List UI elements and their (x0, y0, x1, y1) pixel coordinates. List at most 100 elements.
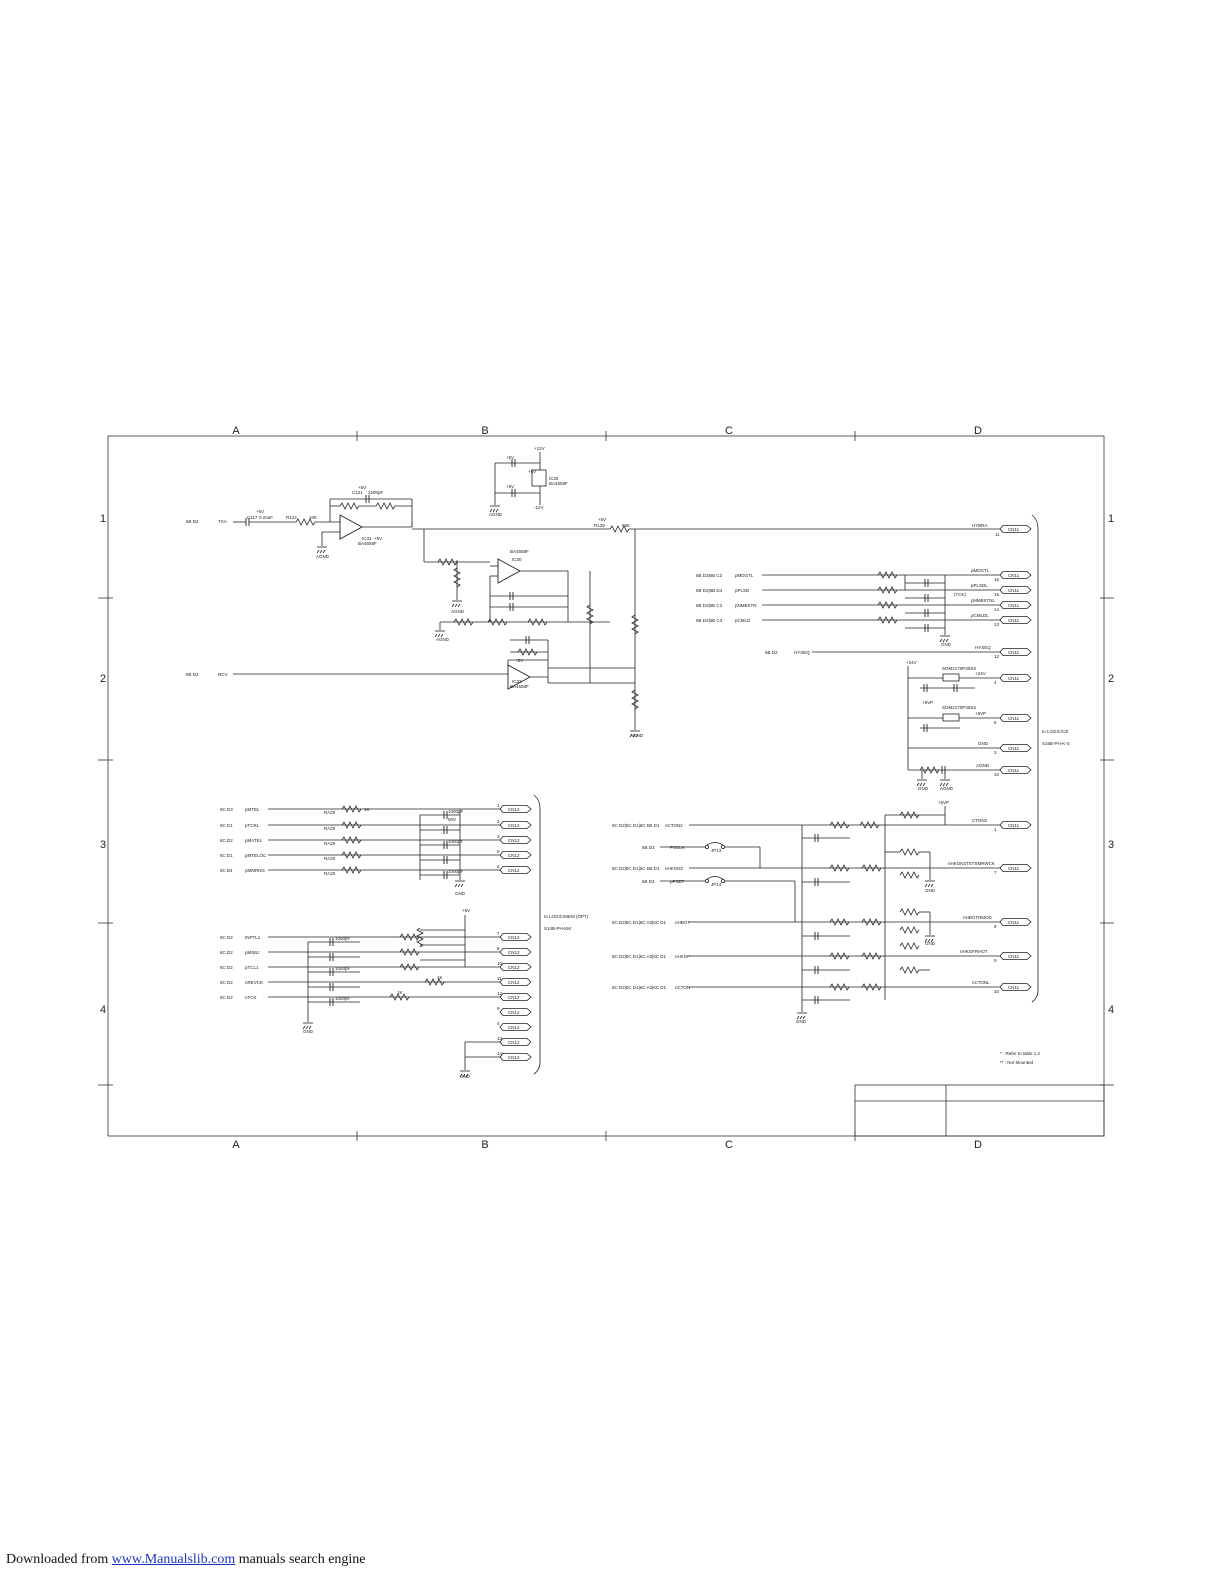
rnet-label: RA20 (324, 810, 336, 815)
hybrid-net: HYBRA (972, 523, 988, 528)
col-label: D (974, 425, 982, 437)
signal-name: nCTON (675, 985, 690, 990)
rnet-value: 1K (364, 807, 370, 812)
opamp-part: BA4558F (358, 541, 377, 546)
sheet-ref: 6C D2 (220, 838, 233, 843)
row-label: 3 (1108, 839, 1114, 851)
pin-number: 6 (497, 864, 500, 869)
pin-number: 5 (497, 849, 500, 854)
tx-sheet-ref: 6B D2 (186, 519, 199, 524)
signal-name: nCTON2 (665, 823, 683, 828)
signal-name: pCMLD (735, 618, 751, 623)
opamp-part: BA4558F (510, 549, 529, 554)
signal-name: pTCL1 (245, 965, 259, 970)
col-label: D (974, 1139, 982, 1151)
note-not-mounted: ** : Not Mounted (1000, 1060, 1034, 1065)
cap-value: 1000pF (335, 936, 351, 941)
gnd-label: GND (925, 888, 936, 893)
res-value: 1K (397, 990, 403, 995)
col-label: C (725, 1139, 733, 1151)
connector-part: S16B-PH-K-S (1042, 741, 1070, 746)
gnd-label: GND (918, 786, 929, 791)
pin-number: 3 (497, 834, 500, 839)
rx-net-label: RCV (218, 672, 228, 677)
connector-title: to LOGIC/CE (1042, 729, 1069, 734)
net-name: pPLSDL (971, 583, 988, 588)
connector-label: CN11 (1008, 985, 1020, 990)
fuse-part: SOM2170P30SS (942, 705, 976, 710)
pin-number: 9 (994, 958, 997, 963)
signal-name: pTCRL (245, 823, 260, 828)
sheet-ref: 6C D1 (220, 823, 233, 828)
row-label: 4 (100, 1004, 106, 1016)
agnd-label: AGND (489, 512, 503, 517)
pin-number: 1 (994, 827, 997, 832)
sheet-ref: 6B D2|6B C2 (696, 573, 723, 578)
connector-label: CN12 (508, 1025, 520, 1030)
sheet-ref: 6C D2 (220, 980, 233, 985)
sheet-ref: 6C D2 (220, 965, 233, 970)
connector-label: CN12 (508, 995, 520, 1000)
agnd-label: AGND (940, 786, 954, 791)
gnd-label: GND (796, 1019, 807, 1024)
row-label: 2 (1108, 673, 1114, 685)
cin-value: 0.22uF (259, 515, 273, 520)
power-label: +24V (906, 660, 917, 665)
cfeed-value: 2200pF (368, 490, 384, 495)
row-label: 2 (100, 673, 106, 685)
cfeed-ref: C121 (352, 490, 363, 495)
net-name: nCTONL (972, 980, 990, 985)
tck-note: (TCK) (954, 592, 966, 597)
right-top-wiring (762, 514, 1039, 1003)
signal-name: nHKON2 (665, 866, 684, 871)
reg-part: BA4558F (549, 481, 568, 486)
net-name: nHKOFRHOT (960, 949, 988, 954)
connector-label: CN11 (1008, 650, 1020, 655)
cn12-wiring (268, 794, 541, 1078)
download-footer: Downloaded from www.Manualslib.com manua… (6, 1552, 366, 1568)
cap-value: 1000pF (448, 869, 464, 874)
sheet-ref: 6B D2 (765, 650, 778, 655)
row-label: 4 (1108, 1004, 1114, 1016)
gnd-net: GND (978, 741, 989, 746)
pin-number: 4 (497, 1021, 500, 1026)
connector-label: CN12 (508, 1010, 520, 1015)
connector-label: CN11 (1008, 768, 1020, 773)
col-label: C (725, 425, 733, 437)
rout-ref: R129 (594, 523, 605, 528)
cap-value: 1000pF (448, 839, 464, 844)
sheet-ref: 6B D3 (642, 879, 655, 884)
sheet-ref: 6C D3 (220, 807, 233, 812)
net-name: nHBOTRMOD (963, 915, 993, 920)
opamp-part: BA4558F (510, 684, 529, 689)
signal-name: nTCK (245, 995, 257, 1000)
drawing-frame (98, 431, 1114, 1141)
sheet-ref: 6C B4 (220, 868, 233, 873)
pin-number: 16 (994, 577, 1000, 582)
connector-label: CN12 (508, 807, 520, 812)
opamp-ref: IC31 (362, 536, 372, 541)
supply-label: +5V (374, 536, 382, 541)
cn11-bottom-connectors: CN11 CN11 CN11 CN11 CN11 (999, 821, 1032, 991)
pin-number: 10 (994, 772, 1000, 777)
agnd-label: AGND (316, 554, 330, 559)
pin-number: 3 (994, 750, 997, 755)
supply-label: +5V (598, 517, 606, 522)
connector-label: CN12 (508, 853, 520, 858)
signal-name: pMATEL (245, 838, 263, 843)
signal-name: INPTL1 (245, 935, 261, 940)
connector-label: CN11 (1008, 866, 1020, 871)
opamp-ref: IC30 (512, 557, 522, 562)
sheet-ref: 6B D2|6B C3 (696, 603, 723, 608)
sheet-ref: 6C D2 (220, 995, 233, 1000)
sheet-ref: 6B D3 (642, 845, 655, 850)
pin-number: 9 (497, 1006, 500, 1011)
col-label: A (232, 1139, 240, 1151)
connector-label: CN12 (508, 838, 520, 843)
footer-suffix: manuals search engine (238, 1552, 366, 1567)
manualslib-link[interactable]: www.Manualslib.com (111, 1552, 236, 1567)
rnet-label: RA20 (324, 856, 336, 861)
agnd-net: AGND (976, 763, 990, 768)
signal-name: PSCLK (670, 845, 685, 850)
